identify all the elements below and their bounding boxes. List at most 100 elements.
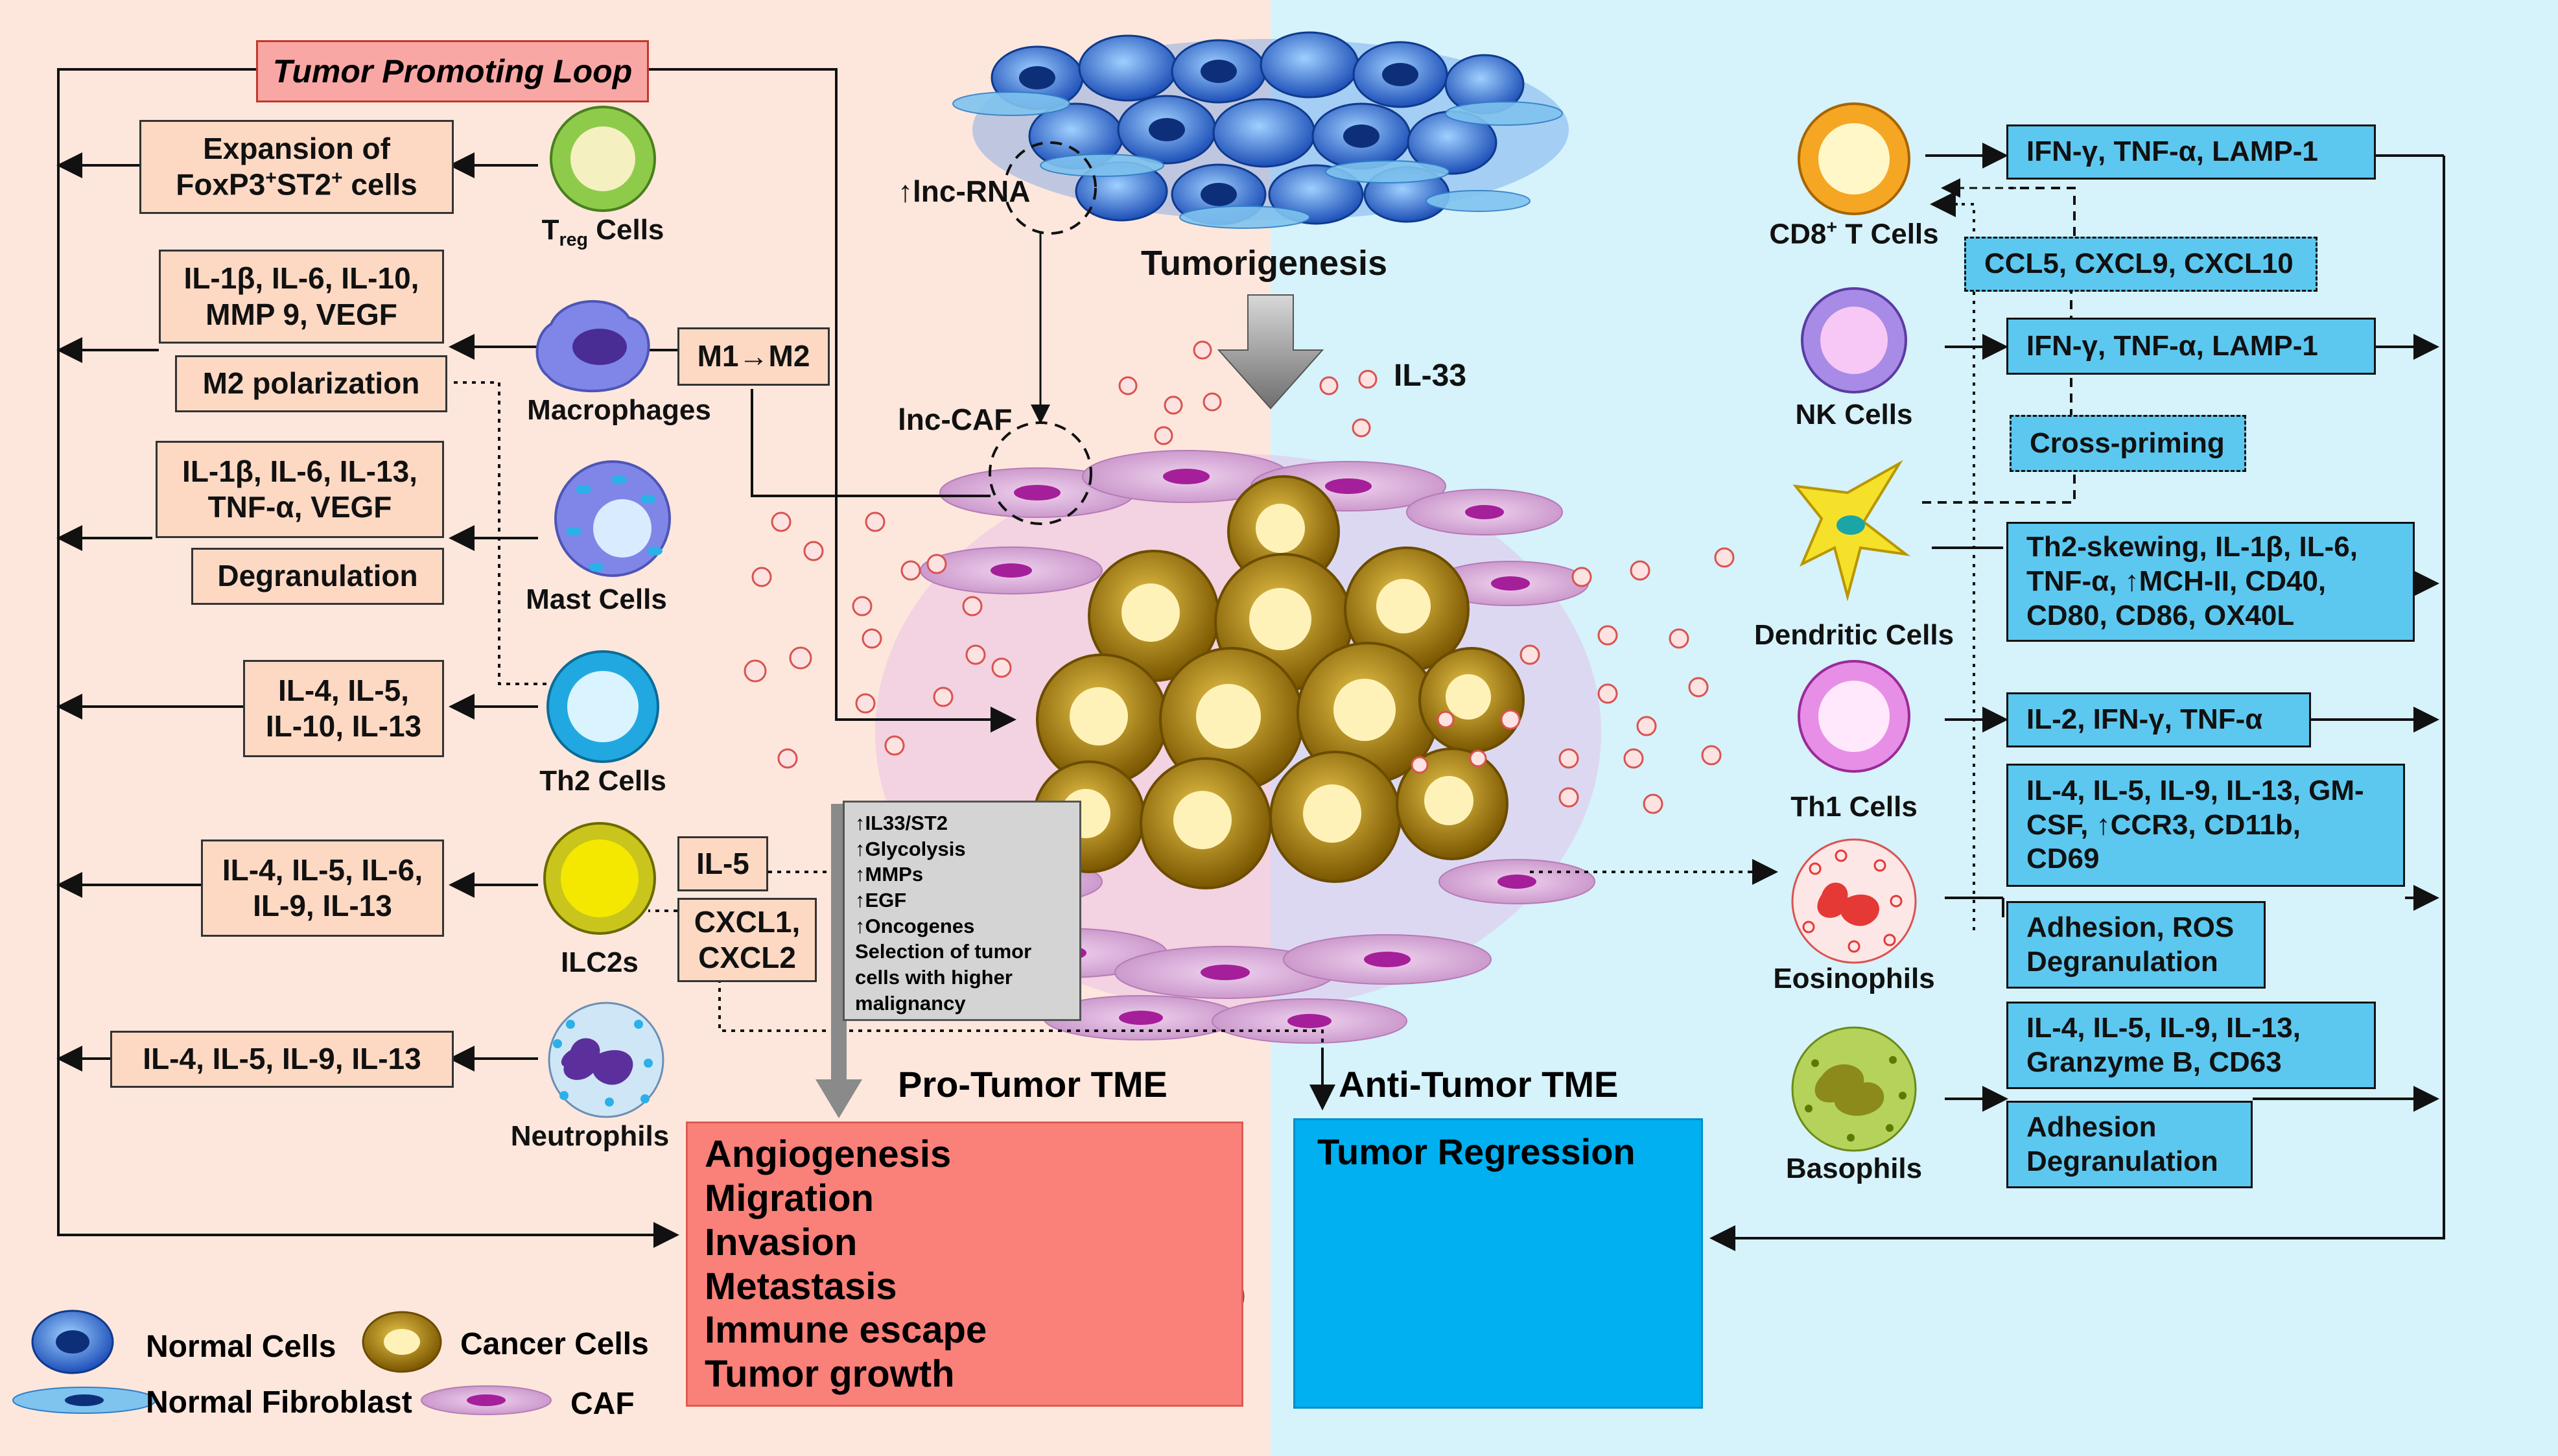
- macrophages-label: Macrophages: [527, 394, 711, 426]
- baso-adhesion-line1: Adhesion: [2026, 1110, 2157, 1143]
- legend-normal-fibroblast-icon: [12, 1387, 156, 1414]
- m1-m2-text: M1→M2: [697, 339, 810, 373]
- dc-output-line3: CD80, CD86, OX40L: [2026, 599, 2295, 631]
- m2-polarization-text: M2 polarization: [202, 366, 420, 401]
- treg-label-cells: Cells: [588, 214, 664, 246]
- effect-selection-line3: malignancy: [855, 991, 966, 1015]
- mast-output-line2: TNF-α, VEGF: [207, 490, 392, 524]
- ilc2-output-line2: IL-9, IL-13: [253, 889, 392, 922]
- st2-text: ST2: [276, 167, 332, 202]
- m1-m2-box: M1→M2: [677, 327, 830, 386]
- il5-box: IL-5: [677, 836, 768, 891]
- legend-cancer-cell-icon: [362, 1311, 442, 1373]
- basophils-label: Basophils: [1785, 1153, 1923, 1184]
- cells-text: cells: [342, 167, 417, 202]
- dc-output-line2: TNF-α, ↑MCH-II, CD40,: [2026, 565, 2327, 598]
- foxp3-sup: +: [265, 167, 277, 189]
- lnc-rna-marker: [1003, 141, 1097, 235]
- cd8-label-a: CD8: [1769, 218, 1827, 250]
- cd8-label-sup: +: [1826, 217, 1838, 238]
- anti-tumor-outcome-box: Tumor Regression: [1293, 1118, 1703, 1409]
- effect-selection-line2: cells with higher: [855, 966, 1013, 989]
- mast-cell-icon: [554, 460, 671, 577]
- nk-output-text: IFN-γ, TNF-α, LAMP-1: [2026, 329, 2318, 362]
- macrophage-output-line1: IL-1β, IL-6, IL-10,: [183, 261, 419, 296]
- treg-label: Treg Cells: [542, 214, 664, 251]
- tumor-promoting-loop-label: Tumor Promoting Loop: [256, 40, 649, 102]
- effect-glycolysis: ↑Glycolysis: [855, 837, 966, 860]
- treg-cell-icon: [550, 106, 656, 212]
- eosinophil-icon: [1791, 838, 1917, 964]
- treg-output-box: Expansion of FoxP3+ST2+ cells: [139, 120, 454, 214]
- m2-polarization-box: M2 polarization: [175, 355, 447, 412]
- macrophage-icon: [535, 300, 650, 393]
- eosinophils-label: Eosinophils: [1773, 963, 1935, 994]
- legend-cancer-cells-label: Cancer Cells: [460, 1327, 649, 1361]
- macrophage-output-line2: MMP 9, VEGF: [205, 297, 397, 331]
- treg-label-t: T: [541, 214, 559, 246]
- il5-text: IL-5: [696, 846, 749, 880]
- th2-cells-label: Th2 Cells: [539, 765, 666, 797]
- cxcl-box: CXCL1, CXCL2: [677, 898, 817, 982]
- effect-il33-st2: ↑IL33/ST2: [855, 812, 948, 834]
- cross-priming-text: Cross-priming: [2030, 427, 2225, 459]
- ilc2-output-line1: IL-4, IL-5, IL-6,: [222, 852, 423, 887]
- il33-label: IL-33: [1394, 358, 1467, 393]
- th1-cells-label: Th1 Cells: [1790, 791, 1918, 823]
- eos-adhesion-line1: Adhesion, ROS: [2026, 911, 2235, 943]
- cxcl2-text: CXCL2: [698, 941, 796, 974]
- treg-label-sub: reg: [559, 229, 589, 250]
- effect-selection-line1: Selection of tumor: [855, 940, 1032, 963]
- treg-output-line2: FoxP3+ST2+ cells: [176, 167, 417, 203]
- th1-output-text: IL-2, IFN-γ, TNF-α: [2026, 703, 2263, 736]
- lnc-rna-label: ↑lnc-RNA: [898, 174, 1031, 208]
- eos-output-line2: CSF, ↑CCR3, CD11b,: [2026, 808, 2301, 841]
- neutrophils-label: Neutrophils: [510, 1120, 670, 1152]
- th2-output-line2: IL-10, IL-13: [265, 709, 422, 743]
- baso-output-line2: Granzyme B, CD63: [2026, 1046, 2282, 1078]
- degranulation-box: Degranulation: [191, 548, 444, 605]
- outcome-immune-escape: Immune escape: [705, 1309, 987, 1352]
- tumor-effects-box: ↑IL33/ST2 ↑Glycolysis ↑MMPs ↑EGF ↑Oncoge…: [843, 801, 1081, 1021]
- legend-normal-cells-label: Normal Cells: [146, 1330, 336, 1364]
- tumor-mass: [1033, 475, 1525, 889]
- basophil-adhesion-box: Adhesion Degranulation: [2006, 1101, 2253, 1188]
- nk-cells-label: NK Cells: [1795, 399, 1913, 430]
- legend-normal-fibroblast-label: Normal Fibroblast: [146, 1385, 412, 1420]
- ilc2-cell-icon: [543, 822, 656, 935]
- nk-output-box: IFN-γ, TNF-α, LAMP-1: [2006, 318, 2376, 375]
- tumor-regression-text: Tumor Regression: [1317, 1131, 1636, 1172]
- pro-tumor-title: Pro-Tumor TME: [898, 1064, 1168, 1105]
- mast-cells-label: Mast Cells: [526, 583, 667, 615]
- basophil-output-box: IL-4, IL-5, IL-9, IL-13, Granzyme B, CD6…: [2006, 1002, 2376, 1089]
- normal-cells-cluster: [952, 31, 1569, 229]
- lnc-caf-label: lnc-CAF: [898, 403, 1013, 436]
- pro-tumor-outcome-box: Angiogenesis Migration Invasion Metastas…: [686, 1121, 1243, 1407]
- cross-priming-box: Cross-priming: [2010, 415, 2246, 472]
- neutrophil-output-box: IL-4, IL-5, IL-9, IL-13: [110, 1031, 454, 1088]
- outcome-tumor-growth: Tumor growth: [705, 1353, 955, 1396]
- eos-adhesion-line2: Degranulation: [2026, 945, 2218, 978]
- nk-cell-icon: [1801, 287, 1907, 393]
- legend-caf-icon: [421, 1385, 552, 1415]
- eos-output-line3: CD69: [2026, 843, 2100, 875]
- dc-output-line1: Th2-skewing, IL-1β, IL-6,: [2026, 531, 2358, 563]
- eos-output-line1: IL-4, IL-5, IL-9, IL-13, GM-: [2026, 774, 2364, 806]
- baso-output-line1: IL-4, IL-5, IL-9, IL-13,: [2026, 1011, 2301, 1044]
- th2-cell-icon: [546, 650, 659, 763]
- effect-mmps: ↑MMPs: [855, 863, 924, 886]
- treg-output-line1: Expansion of: [203, 132, 390, 166]
- neutrophil-output-text: IL-4, IL-5, IL-9, IL-13: [143, 1042, 421, 1076]
- mast-output-line1: IL-1β, IL-6, IL-13,: [182, 454, 417, 488]
- th2-output-line1: IL-4, IL-5,: [278, 673, 409, 707]
- cxcl1-text: CXCL1,: [694, 904, 801, 939]
- degranulation-text: Degranulation: [217, 559, 418, 593]
- baso-adhesion-line2: Degranulation: [2026, 1145, 2218, 1177]
- dc-output-box: Th2-skewing, IL-1β, IL-6, TNF-α, ↑MCH-II…: [2006, 522, 2415, 642]
- cd8-label-b: T Cells: [1837, 218, 1939, 250]
- tumor-promoting-loop-lines: [57, 68, 1016, 1248]
- basophil-icon: [1791, 1026, 1917, 1152]
- pro-tumor-arrow: [816, 804, 862, 1118]
